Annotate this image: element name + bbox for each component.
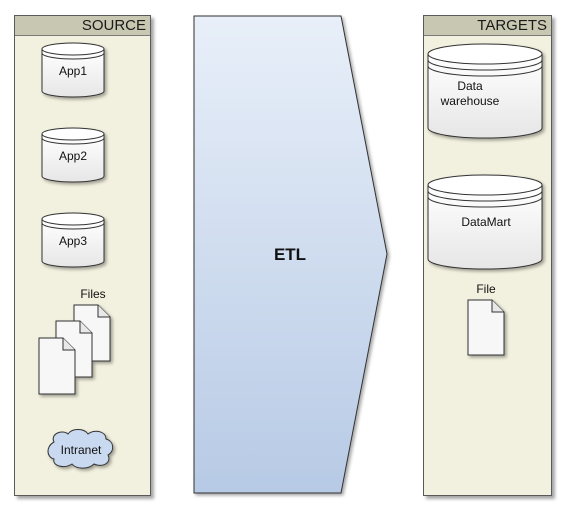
files-stack-icon	[38, 304, 111, 395]
datamart-label: DataMart	[461, 215, 511, 229]
etl-label: ETL	[273, 245, 307, 264]
intranet-label: Intranet	[60, 443, 102, 457]
app3-label: App3	[58, 234, 88, 248]
files-label: Files	[80, 287, 106, 301]
data-warehouse-database-icon	[427, 43, 543, 139]
data-warehouse-label-line2: warehouse	[440, 94, 500, 108]
targets-panel-title: TARGETS	[424, 16, 551, 36]
app1-label: App1	[58, 64, 88, 78]
file-icon	[467, 299, 505, 356]
intranet-cloud-icon	[47, 429, 114, 469]
data-warehouse-label-line1: Data	[457, 79, 483, 93]
file-label: File	[476, 282, 496, 296]
source-panel-title: SOURCE	[15, 16, 150, 36]
app3-database-icon	[41, 212, 105, 268]
app1-database-icon	[41, 42, 105, 98]
app2-label: App2	[58, 149, 88, 163]
data-warehouse-label: Data warehouse	[426, 79, 514, 109]
etl-arrow	[193, 15, 388, 494]
app2-database-icon	[41, 127, 105, 183]
datamart-database-icon	[427, 174, 543, 270]
